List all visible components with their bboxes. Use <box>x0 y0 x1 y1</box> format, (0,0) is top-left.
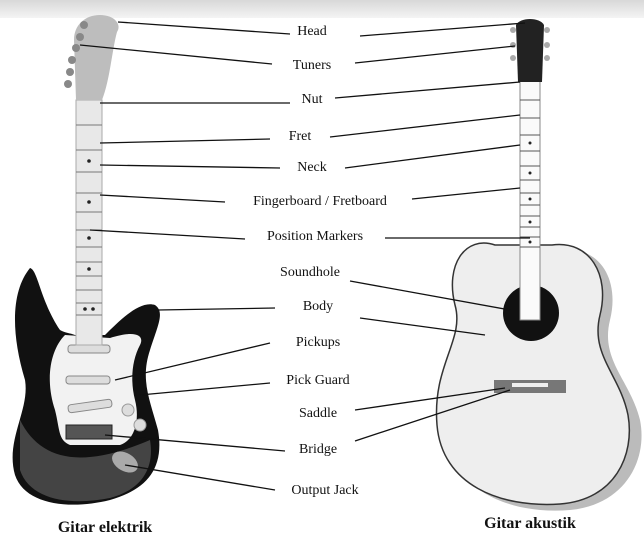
acoustic-headstock <box>516 19 544 82</box>
saddle-shape <box>512 383 548 387</box>
label-soundhole: Soundhole <box>280 265 340 280</box>
output-jack-plate <box>112 451 138 473</box>
electric-guitar <box>12 15 160 505</box>
label-nut: Nut <box>301 92 323 107</box>
label-fingerboard: Fingerboard / Fretboard <box>253 194 387 209</box>
pickup-3 <box>67 398 113 414</box>
knob <box>121 403 135 417</box>
electric-neck <box>75 99 103 346</box>
electric-bridge <box>65 424 113 440</box>
acoustic-frets <box>520 99 540 248</box>
pickup-1 <box>67 344 111 354</box>
pick-guard-shape <box>49 334 142 445</box>
label-saddle: Saddle <box>298 406 338 421</box>
caption-electric-guitar: Gitar elektrik <box>57 519 153 536</box>
label-fret: Fret <box>288 129 312 144</box>
leader-lines <box>79 21 530 491</box>
caption-acoustic-guitar: Gitar akustik <box>484 515 576 532</box>
acoustic-tuners <box>510 27 550 61</box>
label-tuners: Tuners <box>292 58 332 73</box>
label-pick-guard: Pick Guard <box>286 373 350 388</box>
electric-tuners <box>64 21 88 88</box>
top-band <box>0 0 644 18</box>
label-output-jack: Output Jack <box>291 483 359 498</box>
knob <box>133 418 147 432</box>
electric-position-markers <box>83 159 95 311</box>
pickup-2 <box>65 375 111 385</box>
label-body: Body <box>302 299 334 314</box>
label-head: Head <box>297 24 327 39</box>
electric-body-shade <box>20 420 151 502</box>
electric-headstock <box>74 15 119 100</box>
label-pickups: Pickups <box>295 335 341 350</box>
acoustic-guitar <box>435 19 642 511</box>
label-neck: Neck <box>297 160 327 175</box>
label-position-markers: Position Markers <box>266 229 364 244</box>
label-bridge: Bridge <box>298 442 338 457</box>
acoustic-position-markers <box>528 141 532 244</box>
acoustic-body <box>435 242 631 506</box>
